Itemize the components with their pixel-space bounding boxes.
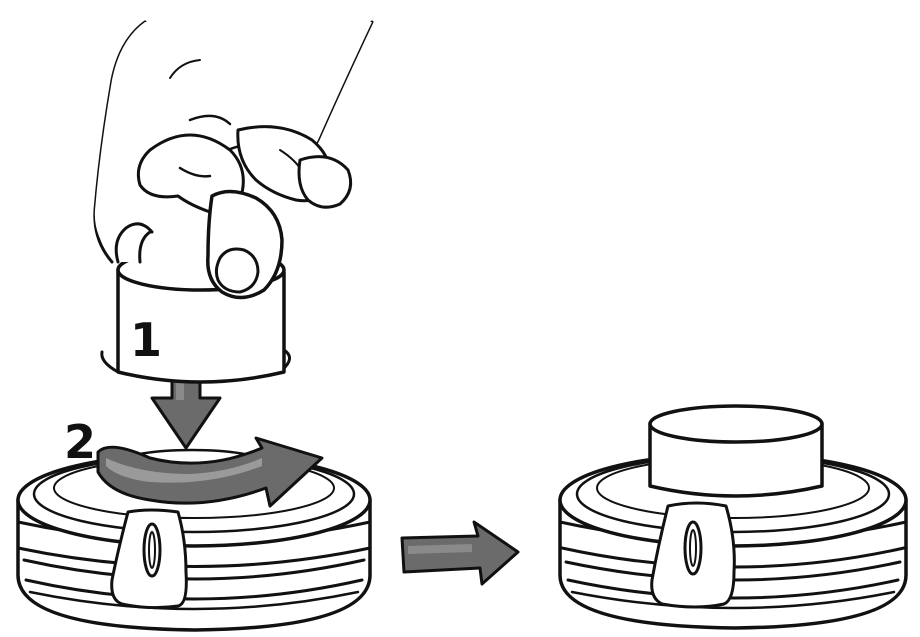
hand: [93, 20, 374, 300]
left-spool-assembly: 1 2: [16, 20, 374, 632]
result-arrow: [400, 520, 520, 586]
right-spool-assembled: [558, 404, 908, 630]
step-number-2: 2: [64, 415, 96, 469]
step-number-1: 1: [130, 313, 162, 367]
eyelet-tab-right: [650, 501, 736, 609]
eyelet-tab-left: [110, 508, 188, 610]
rotation-arrow: [96, 436, 324, 508]
spool-cap-seated: [648, 404, 824, 498]
